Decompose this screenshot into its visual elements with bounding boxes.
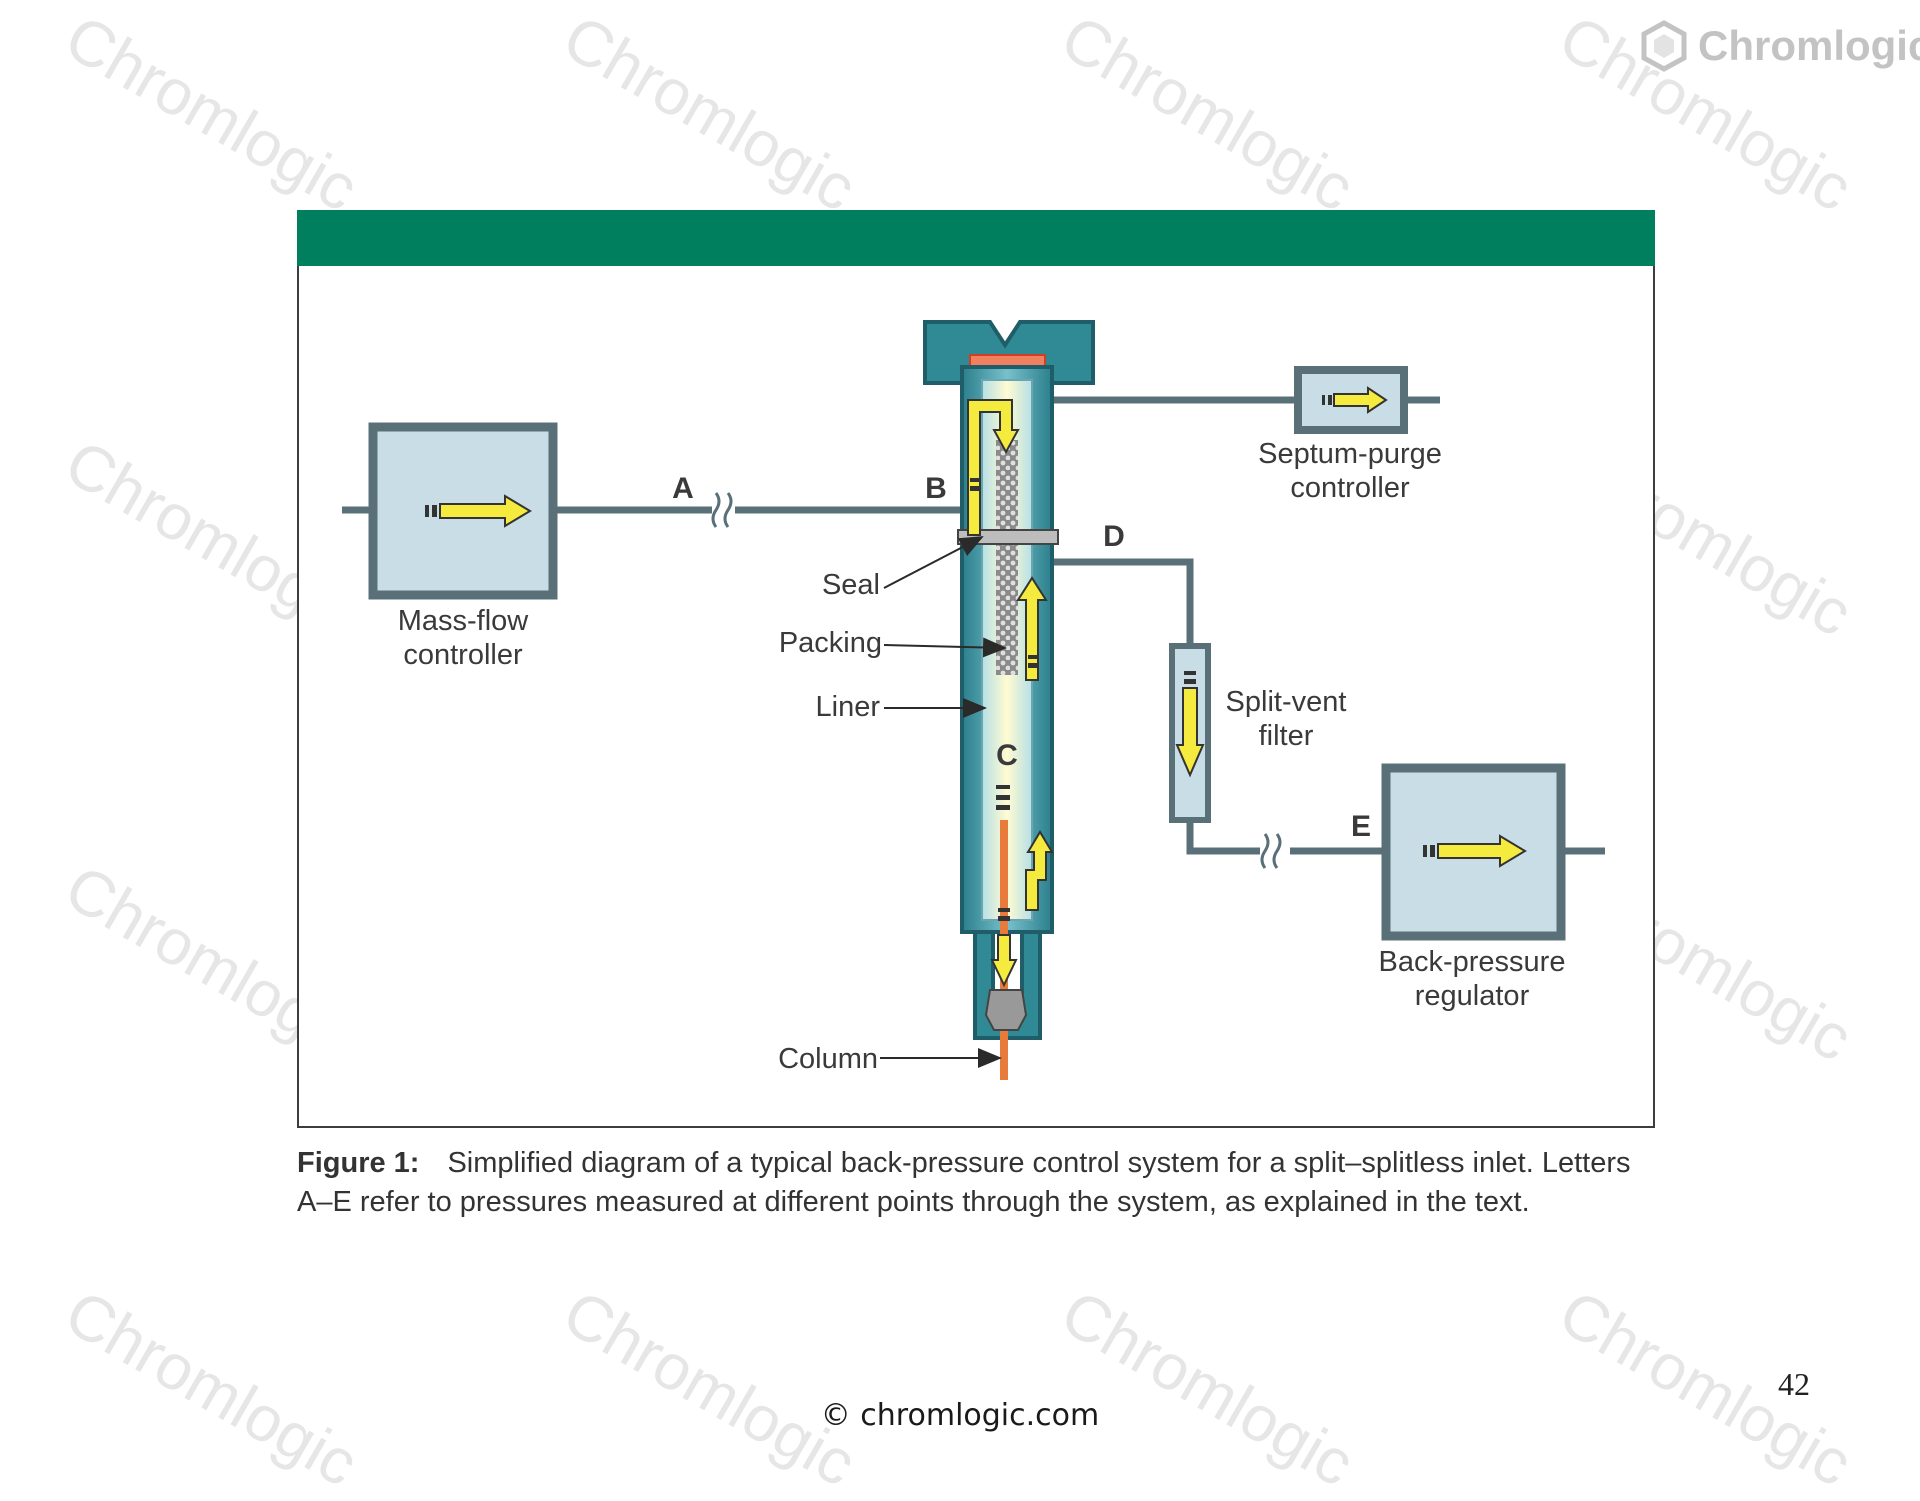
hexagon-logo-icon [1641,20,1687,72]
seal-label: Seal [822,569,880,601]
figure-header-band [297,210,1655,266]
flow-arrow-icon [1322,386,1388,414]
figure-caption: Figure 1:Simplified diagram of a typical… [297,1144,1663,1222]
mass-flow-label-line2: controller [403,639,523,671]
seal-leader-arrow [883,536,984,589]
liner-label: Liner [816,691,881,723]
packing-material [996,440,1018,675]
line-break-marks [711,492,1282,869]
packing-label: Packing [779,627,882,659]
flow-arrow-icon [1423,834,1527,868]
flow-down-arrow-icon [990,934,1018,988]
mass-flow-controller [368,422,558,600]
septum-purge-label-line2: controller [1290,472,1410,504]
figure-caption-label: Figure 1: [297,1147,420,1179]
diagram-labels: Mass-flow controller Septum-purge contro… [398,438,1566,1075]
line-inlet-to-split-vent [1052,558,1194,645]
point-b-label: B [925,472,947,505]
packing-leader-arrow [883,637,1007,658]
page-number: 42 [1778,1366,1810,1402]
break-mark-e [1260,833,1270,869]
split-vent-label-line2: filter [1259,720,1314,752]
point-e-label: E [1351,810,1371,843]
column-label: Column [778,1043,878,1075]
copyright-footer: © chromlogic.com [820,1398,1100,1433]
point-d-label: D [1103,520,1125,553]
mass-flow-label-line1: Mass-flow [398,605,530,637]
point-a-label: A [672,472,694,505]
flow-arrow-icon [425,494,532,528]
septum-purge-controller [1294,366,1408,434]
gas-lines [342,396,1605,855]
logo-text: Chromlogic [1698,22,1920,69]
split-splitless-inlet [923,320,1095,1080]
label-leaders [880,536,1007,1068]
break-mark-e [1272,833,1282,869]
flow-up-arrow-icon [1025,830,1054,911]
figure-caption-text: Simplified diagram of a typical back-pre… [297,1147,1631,1218]
split-vent-filter [1169,643,1211,823]
line-split-vent-to-e [1186,820,1260,855]
break-mark-a [711,492,721,528]
back-pressure-label-line2: regulator [1415,980,1530,1012]
down-arrow-icon [1175,671,1205,778]
inlet-diagram: Mass-flow controller Septum-purge contro… [342,320,1605,1080]
flow-arrows [967,399,1054,988]
ferrule [984,989,1028,1031]
point-c-label: C [996,739,1018,772]
septum-purge-label-line1: Septum-purge [1258,438,1442,470]
flow-down-arrow-icon [967,399,1020,536]
back-pressure-label-line1: Back-pressure [1379,946,1566,978]
back-pressure-regulator [1381,763,1566,941]
split-vent-label-line1: Split-vent [1226,686,1347,718]
brand-logo: Chromlogic [1640,18,1920,74]
flow-dash-marks [970,478,1038,921]
break-mark-a [723,492,733,528]
